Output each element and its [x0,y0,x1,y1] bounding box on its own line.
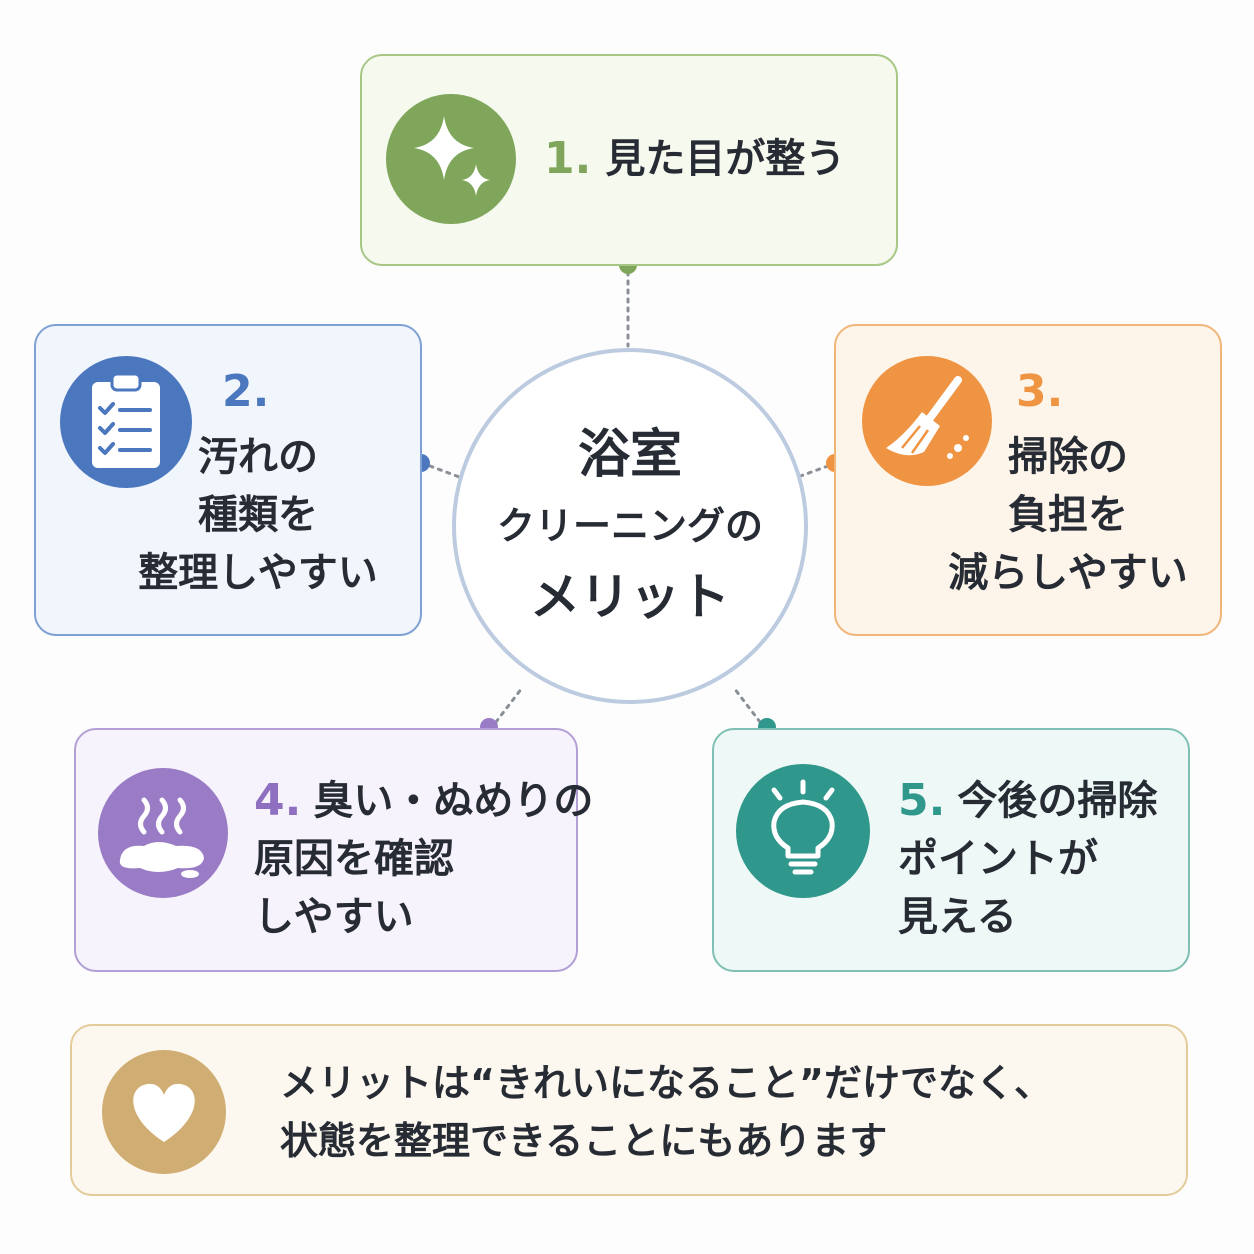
merit-number: 4. [254,775,302,826]
clipboard-checklist-icon [60,356,192,488]
merit-text-line: 掃除の [1008,434,1128,480]
merit-card-2: 2. 汚れの 種類を 整理しやすい [34,324,422,636]
merit-number: 1. [544,133,592,184]
merit-text-line: 原因を確認 [254,836,454,882]
center-title-line: メリット [530,568,730,626]
merit-text-line: 見える [898,894,1017,940]
merit-card-4: 4. 臭い・ぬめりの 原因を確認 しやすい [74,728,593,972]
merit-number: 2. [222,366,270,417]
summary-note-line: 状態を整理できることにもあります [280,1119,888,1163]
summary-note-card: メリットは“きれいになること”だけでなく、 状態を整理できることにもあります [70,1024,1188,1196]
merit-text-line: 減らしやすい [948,550,1188,596]
merit-text-line: 種類を [198,492,318,538]
merit-text-line: 汚れの [198,434,318,480]
summary-note-line: メリットは“きれいになること”だけでなく、 [280,1061,1052,1105]
lightbulb-icon [736,764,870,898]
center-title-line: クリーニングの [496,504,763,548]
merit-text-line: 今後の掃除 [957,778,1158,824]
sparkle-icon [386,94,516,224]
merit-text-line: 臭い・ぬめりの [313,778,594,824]
merit-card-5: 5. 今後の掃除 ポイントが 見える [712,728,1190,972]
odor-puddle-icon [98,768,228,898]
merit-card-3: 3. 掃除の 負担を 減らしやすい [834,324,1222,636]
merit-card-1: 1. 見た目が整う [360,54,898,266]
merit-text-line: しやすい [254,894,414,940]
center-title-circle: 浴室 クリーニングの メリット [452,348,808,704]
merit-number: 3. [1016,366,1064,417]
merit-text-line: 負担を [1008,492,1128,538]
broom-icon [862,356,992,486]
center-title-line: 浴室 [577,425,682,485]
merit-text-line: 見た目が整う [605,136,846,182]
merit-text-line: ポイントが [898,836,1098,882]
heart-icon [102,1050,226,1174]
merit-text-line: 整理しやすい [138,550,378,596]
merit-number: 5. [898,775,946,826]
